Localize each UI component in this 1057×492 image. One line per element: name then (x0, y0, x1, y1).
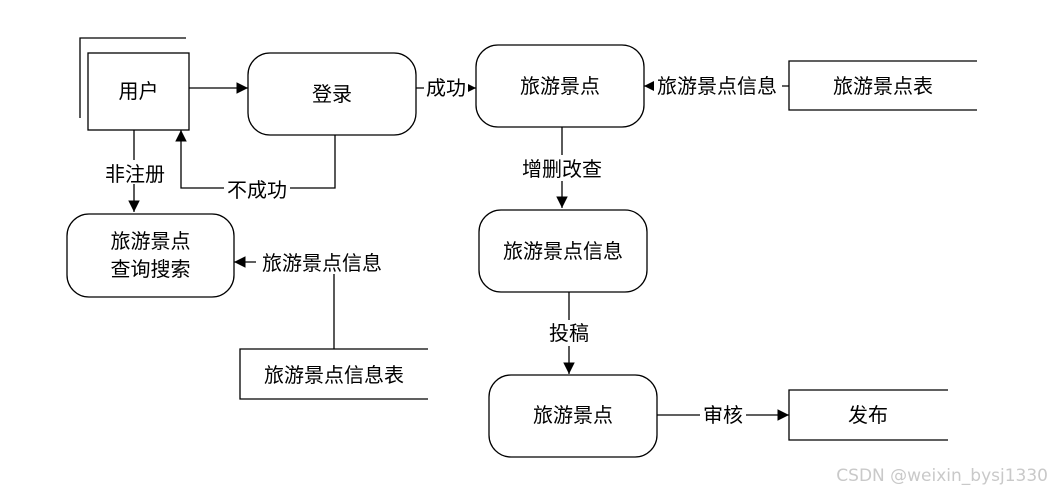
login-process: 登录 (247, 52, 417, 136)
spot-bottom-label: 旅游景点 (533, 403, 613, 427)
spot-info-process: 旅游景点信息 (478, 209, 648, 293)
info-label-left: 旅游景点信息 (262, 251, 382, 275)
spot-table-label: 旅游景点表 (833, 74, 933, 98)
crud-label: 增删改查 (522, 157, 602, 181)
user-entity: 用户 (79, 37, 190, 131)
publish-store: 发布 (788, 389, 948, 441)
search-process: 旅游景点 查询搜索 (66, 213, 235, 298)
arrow-info-to-search (234, 256, 335, 349)
publish-label: 发布 (848, 403, 888, 427)
spot-table-store: 旅游景点表 (788, 60, 977, 111)
review-label: 审核 (703, 403, 743, 427)
spot-info-process-label: 旅游景点信息 (503, 239, 623, 263)
search-label-line2: 查询搜索 (111, 257, 191, 281)
success-label: 成功 (426, 76, 466, 100)
fail-label: 不成功 (227, 178, 287, 202)
spot-process-bottom: 旅游景点 (488, 374, 658, 458)
search-label-line1: 旅游景点 (111, 229, 191, 253)
unregistered-label: 非注册 (105, 162, 165, 186)
watermark: CSDN @weixin_bysj1330 (836, 466, 1048, 486)
submit-label: 投稿 (549, 321, 589, 345)
spot-top-label: 旅游景点 (520, 74, 600, 98)
spot-info-table-store: 旅游景点信息表 (239, 348, 428, 400)
spot-process-top: 旅游景点 (475, 44, 645, 128)
user-label: 用户 (119, 79, 159, 103)
login-label: 登录 (312, 82, 352, 106)
spot-info-table-label: 旅游景点信息表 (264, 363, 404, 387)
info-label-top: 旅游景点信息 (657, 74, 777, 98)
